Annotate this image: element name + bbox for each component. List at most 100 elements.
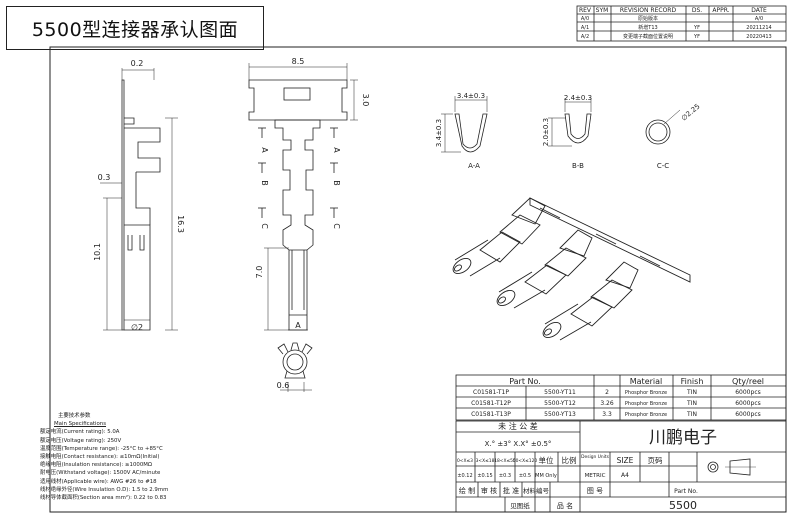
tolerance-range: 3<X≤18	[476, 458, 495, 464]
parts-header-finish: Finish	[681, 377, 704, 386]
isometric-terminal-strip	[452, 197, 691, 341]
drawing-frame	[49, 46, 787, 513]
main-specifications: 主要技术参数 Main Specifications 额定电流(Current …	[40, 412, 220, 502]
parts-cell: TIN	[686, 411, 697, 418]
dim-side-dia: ∅2	[131, 323, 143, 332]
parts-cell: Phosphor Bronze	[625, 401, 667, 407]
rev-header-rev: REV	[579, 7, 592, 14]
dim-bottom-width: 0.6	[277, 381, 290, 390]
spec-line: 线材绝缘外径(Wire Insulation O.D): 1.5 to 2.9m…	[40, 486, 169, 493]
parts-cell: 5500-YT11	[544, 389, 576, 396]
page-label: 页码	[648, 456, 663, 465]
size-value: A4	[621, 472, 629, 479]
rev-cell: YF	[693, 25, 700, 31]
tolerance-range: 18<X≤50	[494, 458, 516, 464]
parts-cell: Phosphor Bronze	[625, 390, 667, 396]
dim-side-top: 0.2	[131, 59, 144, 68]
rev-cell: 变更端子截面位置说明	[623, 33, 673, 40]
dim-section-b-top: 2.4±0.3	[564, 94, 592, 102]
parts-cell: TIN	[686, 400, 697, 407]
section-mark: C	[260, 223, 269, 229]
rev-cell: 20211214	[746, 25, 771, 31]
dim-side-total: 16.3	[176, 215, 185, 233]
check-label: 审 核	[481, 486, 497, 495]
specs-title: 主要技术参数	[58, 413, 91, 419]
dim-side-lower: 10.1	[93, 243, 102, 261]
drawing-label: 图 号	[587, 487, 603, 495]
rev-cell: 原始版本	[638, 15, 658, 22]
partno-label: Part No.	[674, 488, 698, 495]
size-label: SIZE	[617, 456, 634, 465]
name-label: 品 名	[557, 501, 573, 510]
dim-section-a-side: 3.4±0.3	[435, 119, 443, 147]
tolerance-value: ±0.3	[499, 473, 511, 479]
parts-cell: 3.26	[600, 400, 614, 407]
parts-header-partno: Part No.	[509, 377, 541, 386]
rev-cell: A/1	[581, 25, 589, 31]
dim-side-small: 0.3	[98, 173, 111, 182]
unit-label: 单位	[539, 455, 554, 465]
tolerance-value: ±0.5	[519, 473, 531, 479]
rev-cell: 20220413	[746, 34, 771, 40]
end-view: 0.6	[277, 342, 313, 392]
revision-table: REV SYM REVISION RECORD DS. APPR. DATE A…	[576, 5, 787, 42]
dim-section-a-top: 3.4±0.3	[457, 92, 485, 100]
spec-line: 耐电压(Withstand voltage): 1500V AC/minute	[40, 470, 161, 477]
section-b-b: 2.4±0.3 2.0±0.3 B-B	[542, 94, 592, 170]
rev-cell: A/0	[755, 16, 763, 22]
rev-cell: A/2	[581, 34, 589, 40]
parts-cell: C01581-T12P	[471, 400, 511, 407]
section-label-a: A-A	[468, 162, 480, 170]
spec-line: 温度范围(Temperature range): -25°C to +85°C	[40, 445, 163, 452]
tolerance-value: ±0.15	[477, 473, 492, 479]
spec-line: 适用线材(Applicable wire): AWG #26 to #18	[40, 478, 157, 485]
terminal-2	[496, 229, 593, 309]
terminal-1	[452, 197, 546, 277]
section-mark: B	[260, 180, 269, 186]
dim-section-b-side: 2.0±0.3	[542, 118, 550, 146]
dim-front-height: 7.0	[255, 266, 264, 279]
section-mark: A	[260, 147, 269, 153]
spec-line: 额定电压(Voltage rating): 250V	[40, 437, 122, 444]
approve-label: 批 准	[503, 486, 519, 495]
dim-front-width: 8.5	[292, 57, 305, 66]
section-label-b: B-B	[572, 162, 584, 170]
parts-cell: Phosphor Bronze	[625, 412, 667, 418]
draw-label: 绘 制	[459, 486, 475, 495]
parts-cell: 2	[605, 389, 609, 396]
front-label-a: A	[295, 321, 301, 330]
rev-header-date: DATE	[751, 7, 767, 14]
rev-header-appr: APPR.	[712, 7, 729, 14]
section-a-a: 3.4±0.3 3.4±0.3 A-A	[435, 92, 488, 170]
view-label: 见图纸	[510, 501, 530, 510]
title-block: 未 注 公 差 X.° ±3° X.X° ±0.5° 川鹏电子 0<X≤3 3<…	[455, 420, 787, 513]
tolerance-title: 未 注 公 差	[498, 421, 538, 431]
parts-cell: 5500-YT13	[544, 411, 576, 418]
rev-cell: 新增T13	[638, 24, 657, 31]
terminal-3	[542, 261, 639, 341]
parts-cell: TIN	[686, 389, 697, 396]
rev-header-ds: DS.	[692, 7, 702, 14]
parts-cell: 3.3	[602, 411, 612, 418]
design-units-label: Design Units	[581, 454, 609, 460]
section-mark: B	[332, 180, 341, 186]
rev-cell: A/0	[581, 16, 589, 22]
section-c-c: ∅2.25 C-C	[645, 102, 702, 170]
product-name: 5500	[669, 499, 697, 512]
spec-line: 接触电阻(Contact resistance): ≤10mΩ(Initial)	[40, 454, 160, 461]
rev-header-sym: SYM	[596, 7, 609, 14]
spec-line: 额定电流(Current rating): 5.0A	[40, 429, 120, 436]
metric-label: METRIC	[585, 473, 606, 479]
material-label: 材料编号	[523, 486, 550, 495]
dim-section-c-dia: ∅2.25	[680, 102, 702, 122]
company-name: 川鹏电子	[649, 428, 717, 448]
tolerance-range: 50<X≤120	[513, 458, 538, 464]
parts-cell: C01581-T1P	[473, 389, 509, 396]
section-mark: C	[332, 223, 341, 229]
parts-header-qty: Qty/reel	[732, 377, 764, 386]
page-title: 5500型连接器承认图面	[6, 6, 264, 50]
section-mark: A	[332, 147, 341, 153]
rev-cell: YF	[693, 34, 700, 40]
